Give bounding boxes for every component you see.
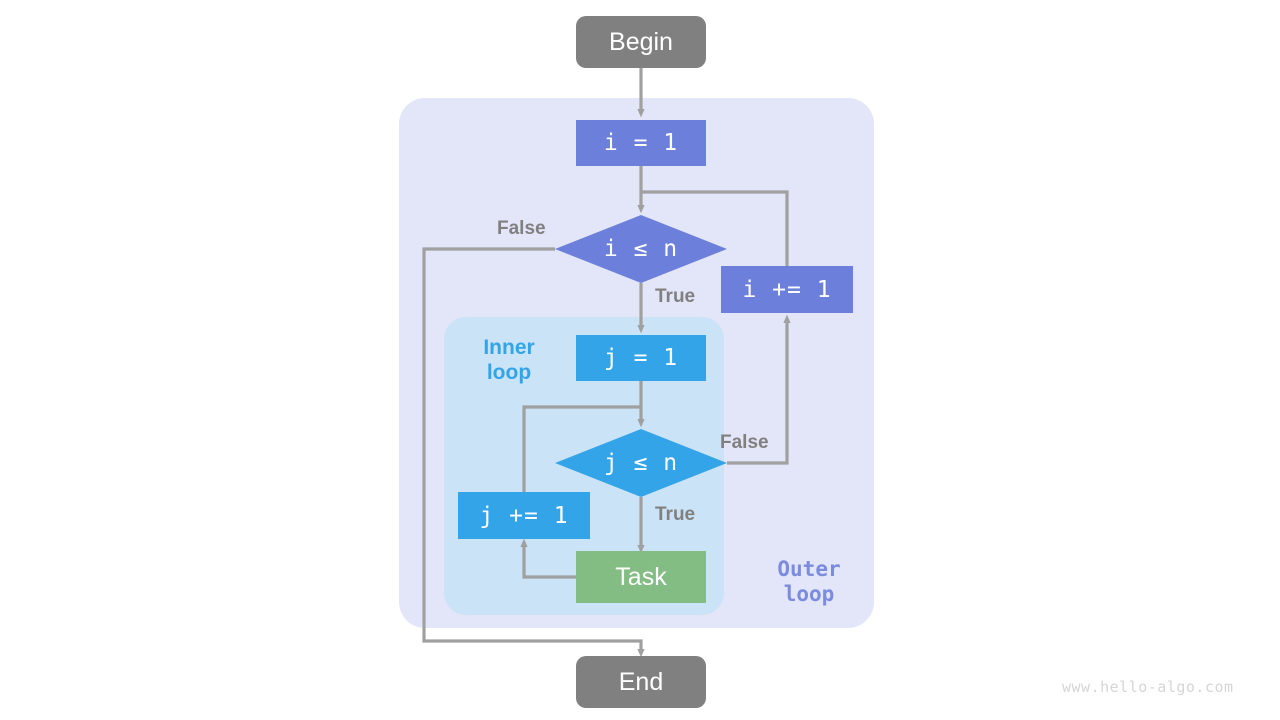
edge-label-inner-false: False: [720, 432, 769, 453]
node-init-i-label: i = 1: [603, 130, 679, 156]
node-end-label: End: [618, 667, 664, 696]
edge-label-outer-true: True: [655, 286, 696, 307]
node-begin-label: Begin: [609, 27, 673, 56]
edge-incr-j-to-cond-j: [522, 405, 641, 492]
node-incr-i-label: i += 1: [742, 276, 832, 303]
edge-cond-i-false-to-end: [422, 247, 645, 658]
node-begin[interactable]: Begin: [576, 16, 706, 68]
edge-task-to-incr-j: [520, 538, 576, 579]
group-label-inner-loop: Inner loop: [483, 336, 535, 384]
decision-outer-shape: [555, 215, 727, 283]
node-init-j[interactable]: j = 1: [576, 335, 706, 381]
node-incr-j[interactable]: j += 1: [458, 492, 590, 539]
group-label-outer-loop: Outer loop: [777, 557, 841, 606]
edge-label-inner-true: True: [655, 504, 696, 525]
node-end[interactable]: End: [576, 656, 706, 708]
node-task[interactable]: Task: [576, 551, 706, 603]
node-incr-i[interactable]: i += 1: [721, 266, 853, 313]
watermark: www.hello-algo.com: [1062, 678, 1234, 696]
edge-incr-i-to-cond-i: [641, 190, 789, 266]
node-init-i[interactable]: i = 1: [576, 120, 706, 166]
decision-inner-shape: [555, 429, 727, 497]
node-incr-j-label: j += 1: [479, 502, 569, 529]
node-task-label: Task: [615, 562, 667, 591]
edge-label-outer-false: False: [497, 218, 546, 239]
edge-cond-j-false-to-incr-i: [727, 314, 791, 465]
node-init-j-label: j = 1: [603, 345, 679, 371]
